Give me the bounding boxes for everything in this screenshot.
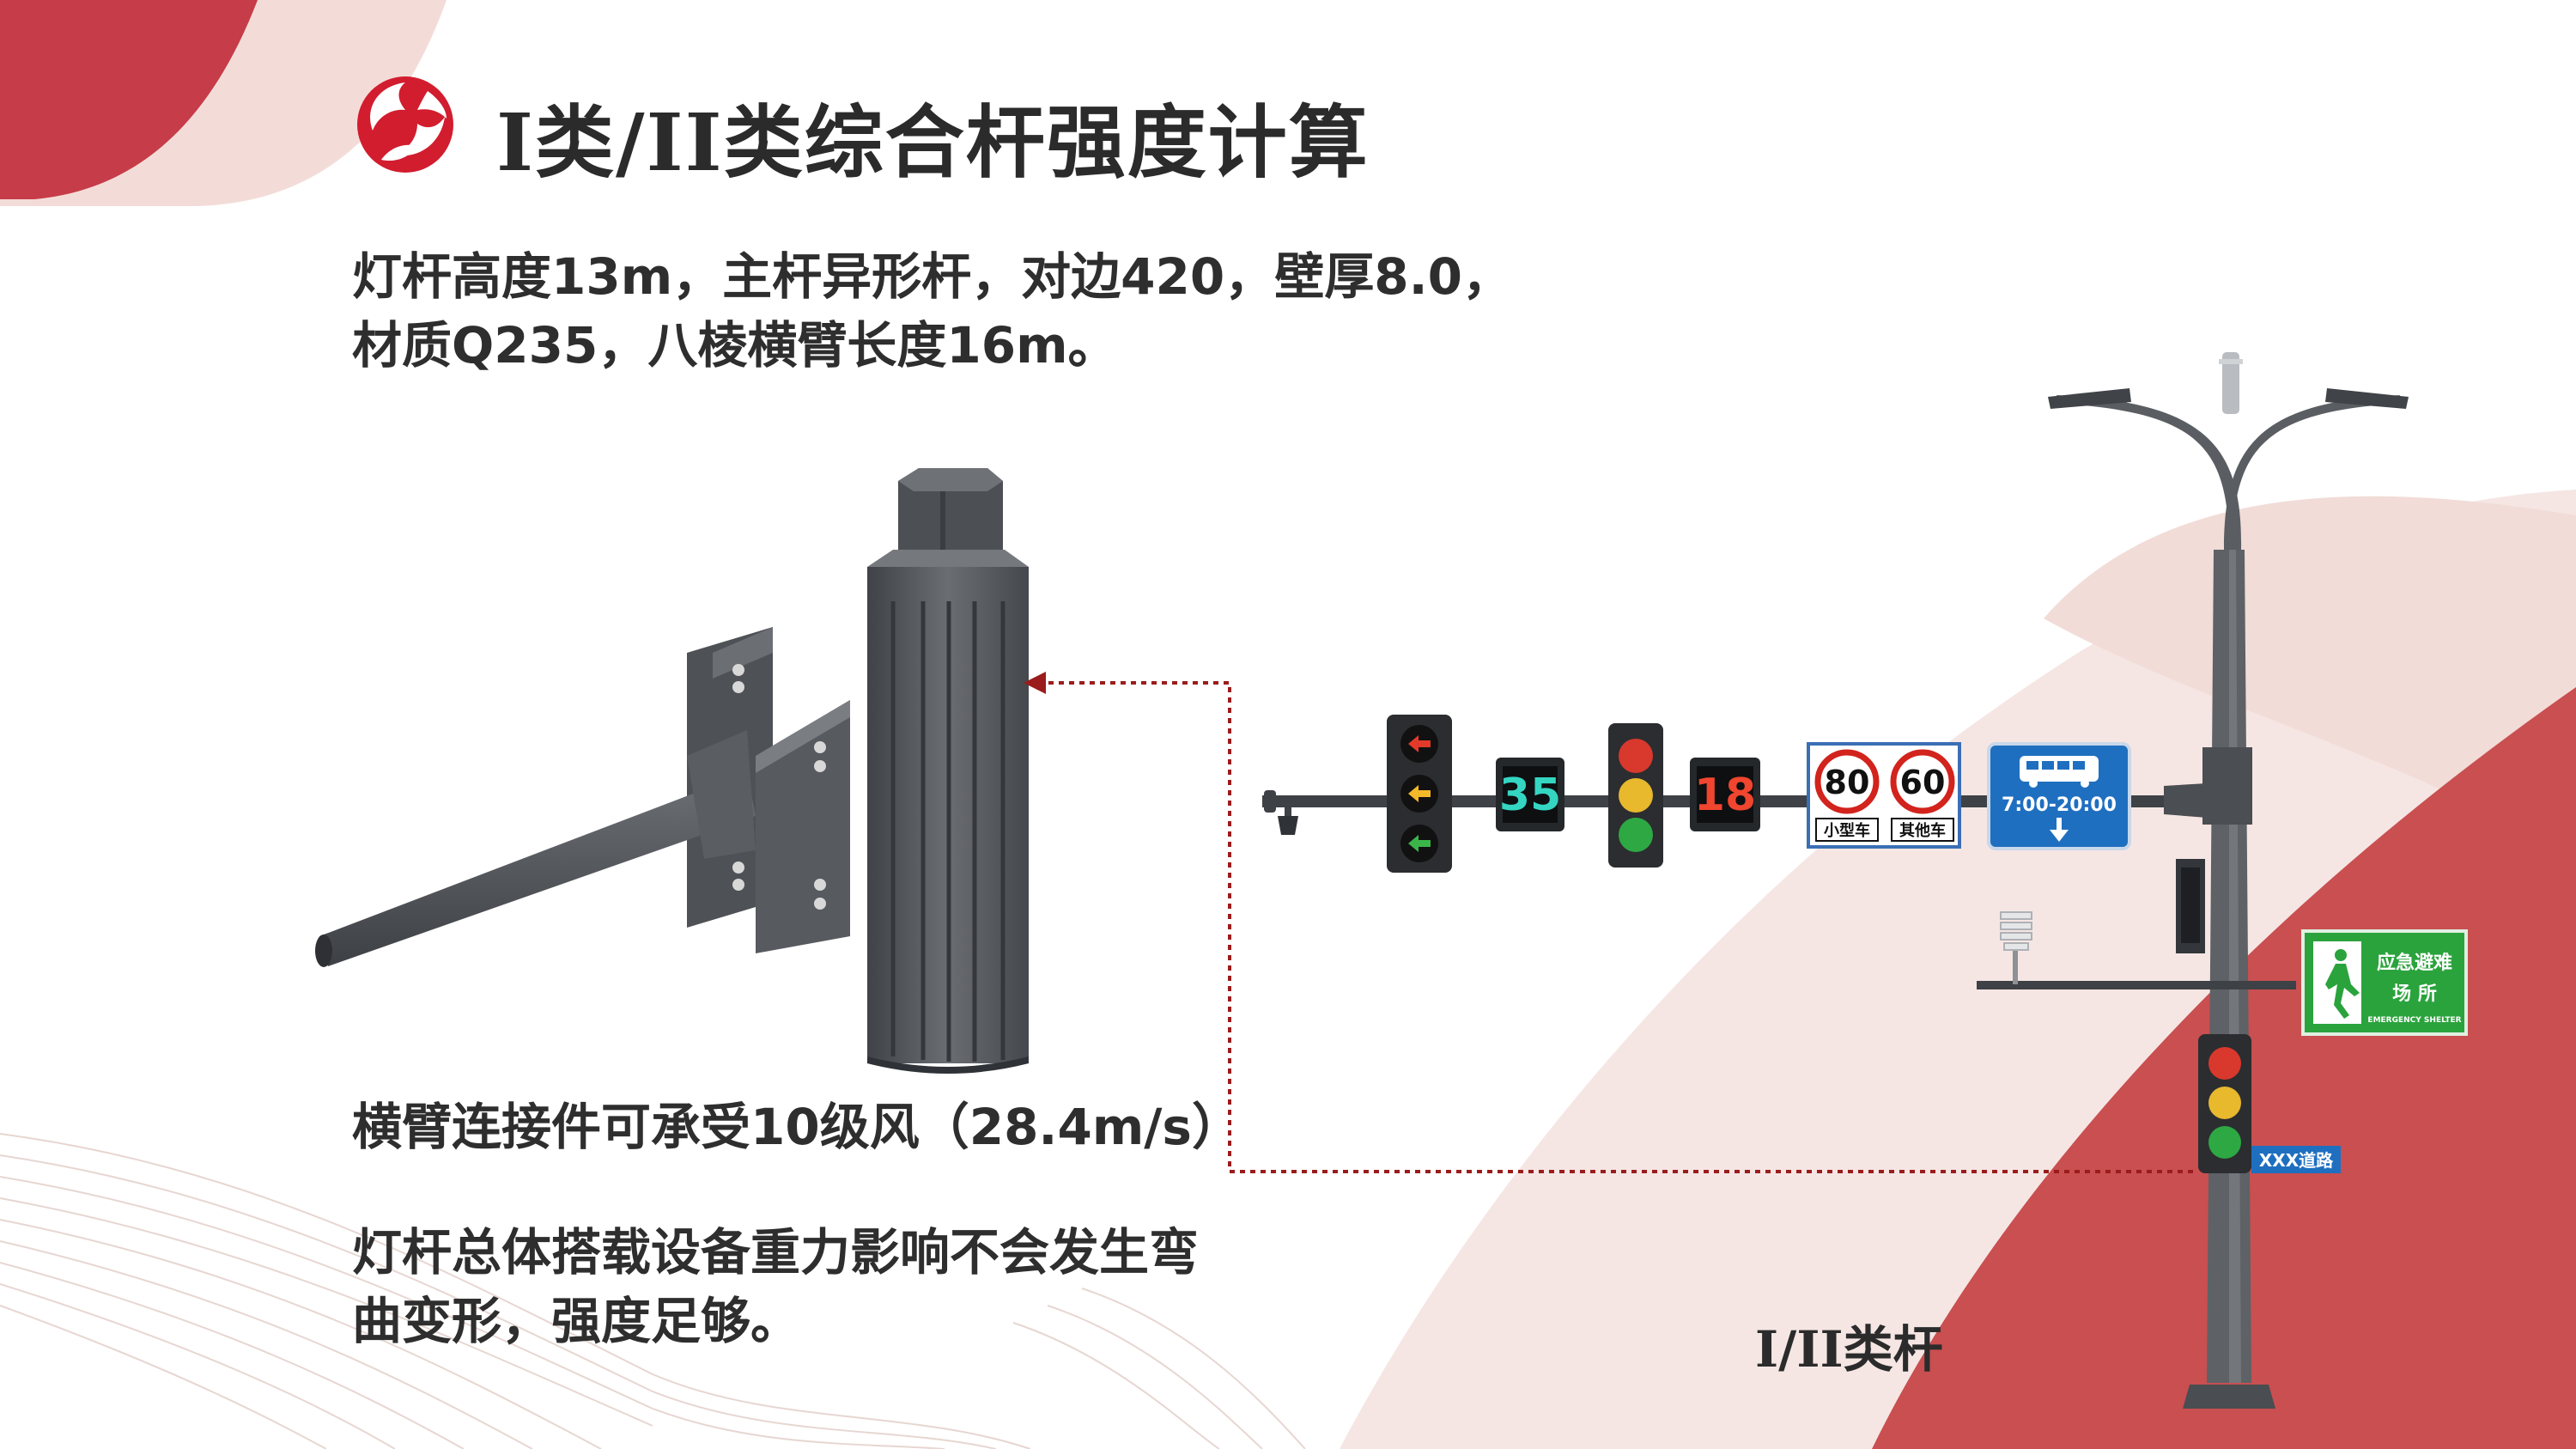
emergency-shelter-sign: 应急避难 场 所 EMERGENCY SHELTER <box>2301 929 2468 1036</box>
countdown-red-display: 18 <box>1690 758 1760 831</box>
speed-limit-sign: 80 60 小型车 其他车 <box>1807 742 1961 849</box>
pole-caption: I/II类杆 <box>1755 1320 1943 1379</box>
strength-note: 灯杆总体搭载设备重力影响不会发生弯 曲变形，强度足够。 <box>352 1218 1199 1355</box>
countdown-green-display: 35 <box>1496 758 1564 831</box>
arm-connector-model <box>315 627 850 967</box>
countdown-green-value: 35 <box>1499 770 1561 821</box>
running-person-icon <box>2325 949 2360 1019</box>
integrated-pole <box>1262 352 2409 1409</box>
pole-spec-line-2: 材质Q235，八棱横臂长度16m。 <box>352 316 1118 374</box>
road-name: XXX道路 <box>2259 1150 2334 1171</box>
strength-note-line-1: 灯杆总体搭载设备重力影响不会发生弯 <box>352 1223 1200 1282</box>
road-name-sign: XXX道路 <box>2251 1146 2341 1173</box>
pole-traffic-light <box>2198 1034 2251 1173</box>
pole-spec-description: 灯杆高度13m，主杆异形杆，对边420，壁厚8.0， 材质Q235，八棱横臂长度… <box>352 242 1512 380</box>
shelter-line-1: 应急避难 <box>2377 952 2452 974</box>
shelter-line-2: 场 所 <box>2392 983 2437 1005</box>
speed-limit-other-label: 其他车 <box>1899 821 1946 840</box>
pole-spec-line-1: 灯杆高度13m，主杆异形杆，对边420，壁厚8.0， <box>352 247 1512 306</box>
shelter-line-3: EMERGENCY SHELTER <box>2367 1016 2461 1025</box>
special-pole-section-model <box>867 468 1029 1074</box>
strength-note-line-2: 曲变形，强度足够。 <box>352 1292 801 1350</box>
wind-resistance-note: 横臂连接件可承受10级风（28.4m/s） <box>352 1098 1242 1156</box>
speed-limit-small-value: 80 <box>1825 764 1870 801</box>
round-traffic-light <box>1608 723 1663 868</box>
arrow-traffic-light <box>1387 715 1452 873</box>
page-title: I类/II类综合杆强度计算 <box>496 96 1370 189</box>
bus-icon <box>2020 756 2099 788</box>
arrow-down-icon <box>2050 818 2069 842</box>
countdown-red-value: 18 <box>1694 770 1756 821</box>
bus-lane-time: 7:00-20:00 <box>2002 795 2117 816</box>
bus-lane-sign: 7:00-20:00 <box>1987 742 2131 850</box>
speed-limit-other-value: 60 <box>1900 764 1946 801</box>
leader-line <box>1024 672 2198 1173</box>
speed-limit-small-label: 小型车 <box>1824 821 1870 840</box>
swirl-logo-icon <box>357 76 453 173</box>
